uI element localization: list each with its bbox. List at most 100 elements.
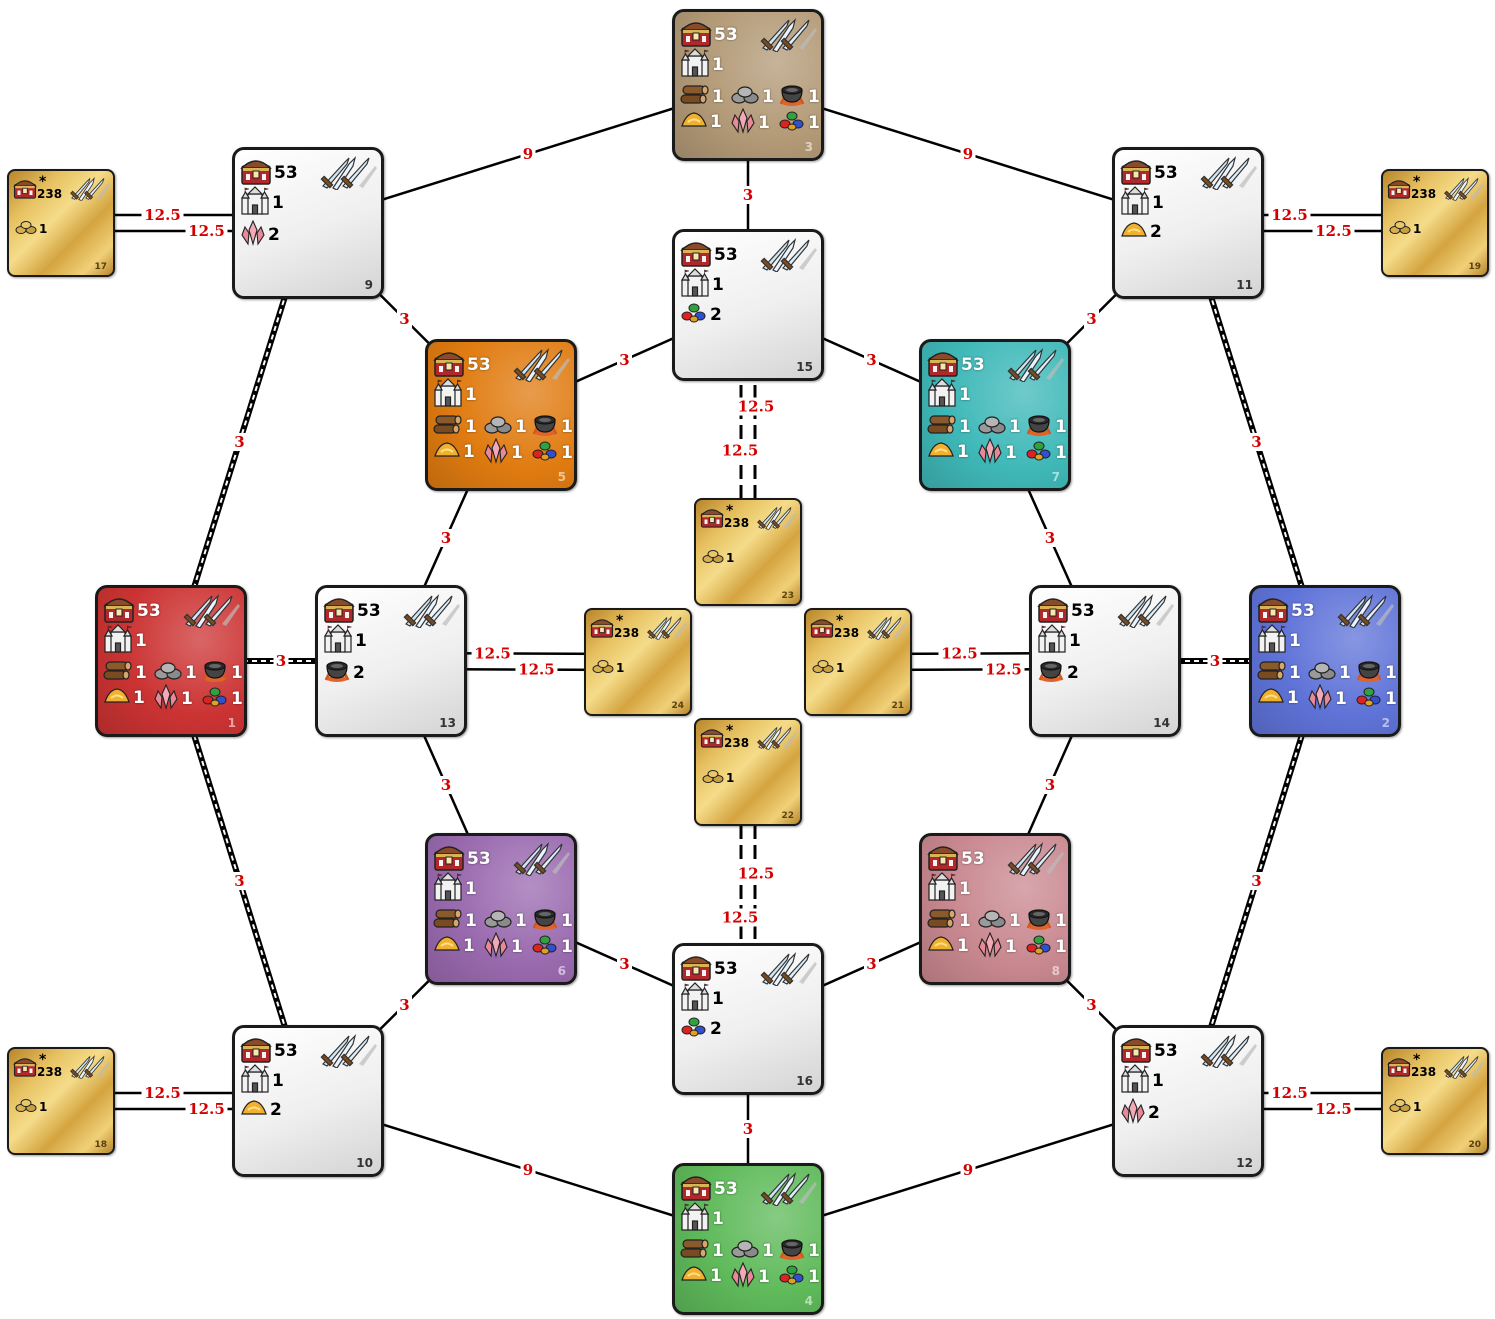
treasure-chest-icon [1387,177,1411,199]
value: 2 [1067,663,1079,683]
zone-id-label: 3 [804,140,813,154]
treasure-chest-icon [433,842,465,876]
star-marker: * [726,503,734,519]
zone-id-label: 9 [364,278,373,292]
edge-weight-bg [960,1161,976,1179]
value: 53 [467,355,491,375]
zone-id-label: 7 [1051,470,1060,484]
castle-icon [240,186,270,220]
wood-icon [680,84,710,110]
swords-icon [759,18,819,56]
value: 1 [959,879,971,899]
value: 1 [231,689,243,709]
swords-icon [182,594,242,632]
edge-weight-14-21: 12.5 [985,660,1022,678]
mercury-icon [778,82,806,112]
zone-id-label: 22 [781,811,794,821]
value: 1 [465,879,477,899]
edge-weight-20-12: 12.5 [1271,1084,1308,1102]
value: 1 [808,113,820,133]
value: 1 [710,1266,722,1286]
value: 238 [614,626,640,640]
ore-icon [483,908,513,934]
sulfur-icon [240,1098,268,1122]
zone-id-label: 8 [1051,964,1060,978]
swords-icon [319,1034,379,1072]
value: 1 [1289,663,1301,683]
edge-weight-bg [141,1084,184,1102]
value: 1 [515,911,527,931]
edge-weight-bg [617,351,632,369]
edge-weight-bg [864,955,879,973]
swords-icon [1443,177,1484,202]
zone-id-label: 2 [1381,716,1390,730]
edge-weight-12-8: 3 [1086,996,1096,1014]
value: 238 [1411,187,1437,201]
edge-weight-12-2: 3 [1251,872,1261,890]
value: 53 [714,1179,738,1199]
edge-weight-bg [515,660,558,679]
edge-weight-9-5: 3 [399,310,409,328]
value: 1 [463,442,475,462]
edge-weight-bg [864,351,879,369]
edge-weight-bg [740,1120,756,1138]
edge-weight-bg [735,397,777,416]
value: 1 [39,1100,48,1114]
crystal-icon [730,107,756,138]
treasure-chest-icon [700,726,724,748]
ore-icon [1307,660,1337,686]
value: 238 [37,1065,63,1079]
value: 1 [1413,222,1422,236]
edge-weight-4-16: 3 [743,1120,753,1138]
zone-id-label: 6 [557,964,566,978]
edge-weight-19-11: 12.5 [1271,206,1308,224]
edge-weight-bg [1042,529,1058,547]
castle-icon [323,624,353,658]
zone-id-label: 15 [796,360,813,374]
gold-icon [15,219,37,239]
treasure-chest-icon [927,842,959,876]
crystal-icon [977,437,1003,468]
edge-weight-3-9: 9 [523,145,533,163]
treasure-chest-icon [700,506,724,528]
zone-id-label: 4 [804,1294,813,1308]
value: 1 [133,688,145,708]
star-marker: * [1413,1052,1421,1068]
swords-icon [1006,842,1066,880]
treasure-chest-icon [680,18,712,52]
edge-weight-14-21: 12.5 [941,645,978,663]
gems-icon [680,302,708,328]
value: 1 [726,551,735,565]
swords-icon [402,594,462,632]
value: 1 [712,1209,724,1229]
value: 1 [1339,663,1351,683]
mercury-icon [201,658,229,688]
swords-icon [512,348,572,386]
value: 1 [465,911,477,931]
value: 1 [959,385,971,405]
